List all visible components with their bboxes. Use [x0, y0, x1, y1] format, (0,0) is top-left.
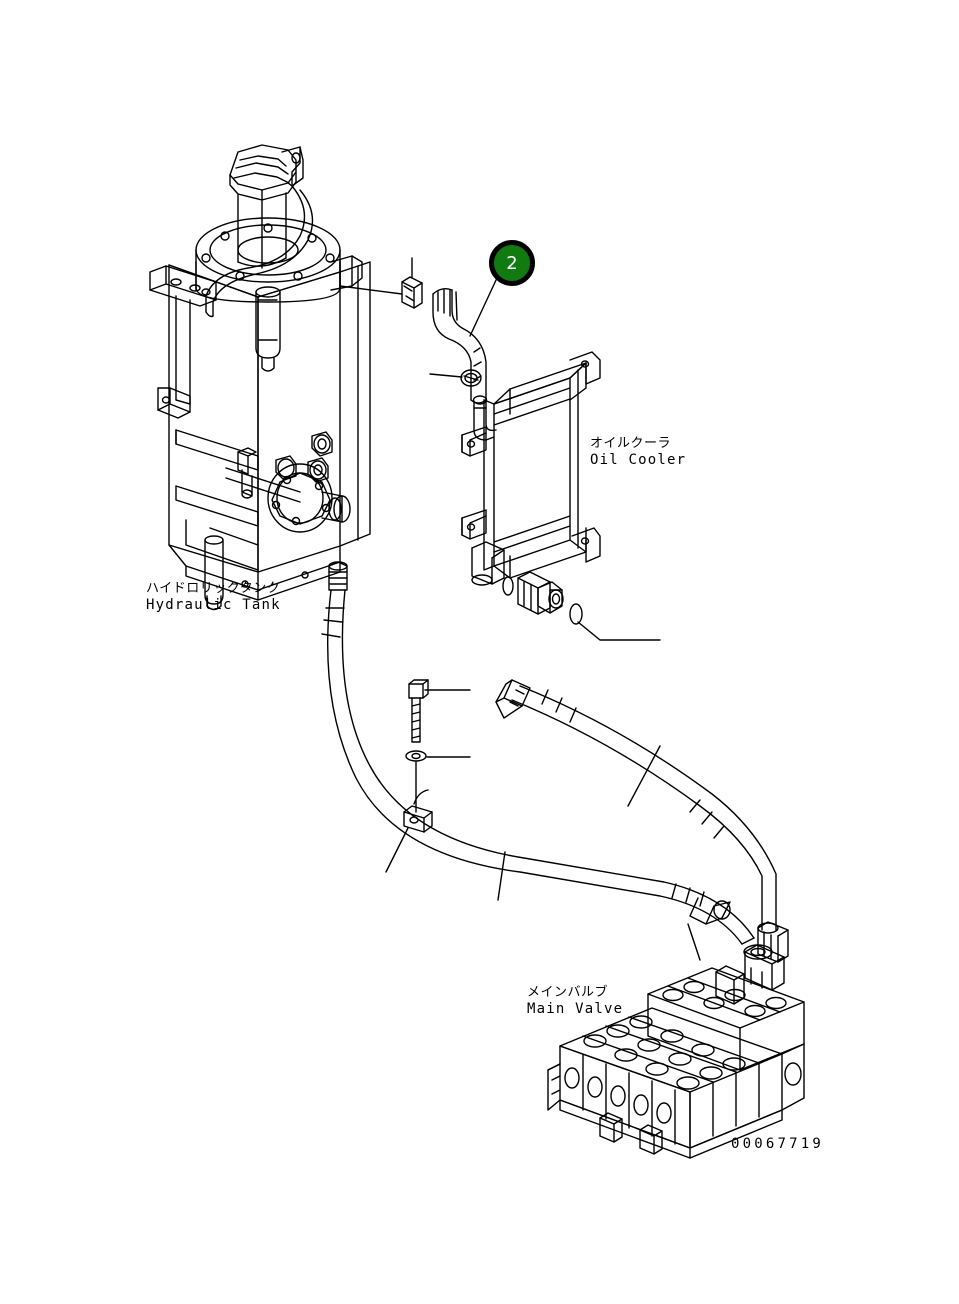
- label-hydraulic-tank-en: Hydraulic Tank: [146, 597, 281, 614]
- clamp-bolt: [408, 679, 429, 743]
- breather-hose: [205, 185, 314, 318]
- oil-cooler: [461, 351, 601, 586]
- main-valve: [547, 944, 805, 1159]
- upper-hose-leader: [627, 745, 661, 807]
- label-main-valve-jp: メインバルブ: [527, 985, 609, 1000]
- breather-clamp-leader: [339, 285, 403, 295]
- o-ring-small: [460, 369, 482, 387]
- drawing-number: 00067719: [731, 1136, 825, 1152]
- tank-breather-assembly: [229, 144, 304, 269]
- hex-adapter-fitting: [502, 571, 583, 625]
- clamp-washer: [405, 750, 427, 762]
- hydraulic-tank-body: [149, 261, 371, 611]
- tank-filler-housing: [195, 217, 363, 372]
- adapter-leader: [577, 621, 661, 641]
- clamp-leader: [385, 827, 409, 873]
- label-hydraulic-tank-jp: ハイドロリックタンク: [146, 581, 281, 596]
- hose-clamp-bracket: [403, 789, 433, 833]
- label-main-valve: メインバルブ Main Valve: [527, 985, 623, 1019]
- label-main-valve-en: Main Valve: [527, 1001, 624, 1018]
- callout-2-leader: [469, 277, 498, 337]
- tank-suction-port: [267, 431, 351, 533]
- upper-hydraulic-hose: [495, 679, 789, 963]
- label-oil-cooler: オイルクーラ Oil Cooler: [590, 436, 686, 470]
- label-oil-cooler-en: Oil Cooler: [590, 452, 687, 469]
- valve-port-leader: [687, 923, 701, 961]
- o-ring-leader: [429, 373, 463, 378]
- lower-hose-leader: [497, 851, 506, 901]
- breather-clamp: [401, 257, 423, 309]
- elbow-hose: [432, 287, 487, 404]
- callout-marker-2[interactable]: 2: [489, 240, 535, 286]
- lower-hydraulic-hose: [321, 561, 755, 945]
- label-oil-cooler-jp: オイルクーラ: [590, 436, 672, 451]
- label-hydraulic-tank: ハイドロリックタンク Hydraulic Tank: [146, 581, 281, 615]
